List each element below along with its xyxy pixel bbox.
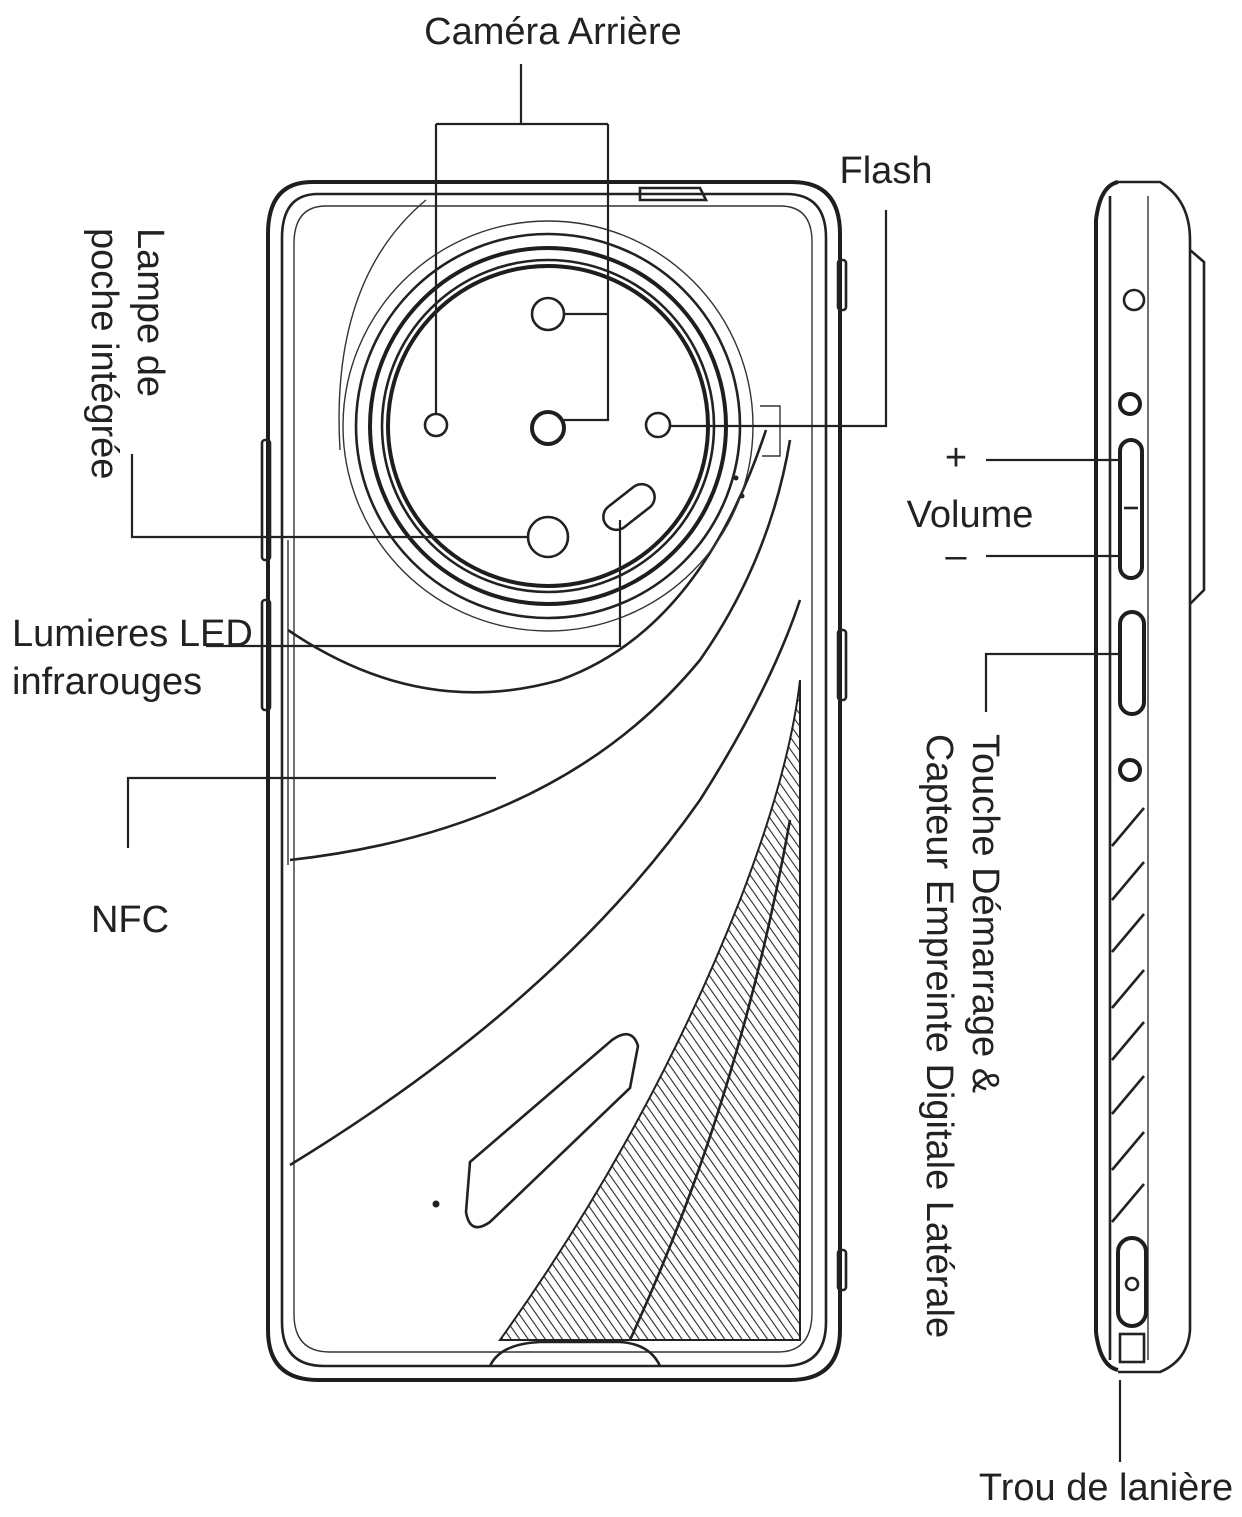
lanyard-base	[1118, 1332, 1146, 1364]
label-flashlight-line1: poche intégrée	[83, 228, 125, 479]
bottom-port	[488, 1340, 662, 1367]
camera-module	[342, 220, 781, 632]
flashlight-lens	[526, 515, 570, 559]
volume-button[interactable]	[1118, 438, 1144, 580]
label-nfc: NFC	[91, 899, 169, 941]
right-side-bump	[836, 628, 848, 702]
label-lanyard-hole: Trou de lanière	[979, 1467, 1233, 1509]
back-panel-line	[293, 205, 813, 1353]
label-flash: Flash	[840, 150, 933, 192]
side-outer	[1094, 180, 1119, 1372]
top-notch	[638, 186, 709, 202]
mic-dot	[739, 493, 745, 499]
label-power-line1: Touche Démarrage &	[964, 734, 1006, 1093]
label-infrared-line1: Lumieres LED	[12, 613, 253, 655]
label-rear-camera: Caméra Arrière	[424, 11, 682, 53]
camera-bump-side	[1189, 249, 1206, 605]
texture-divider	[628, 819, 792, 1341]
back-dot	[432, 1200, 440, 1208]
side-grip-ridges	[1111, 807, 1145, 1223]
label-flashlight-line2: Lampe de	[129, 228, 171, 397]
label-volume-plus: +	[945, 437, 967, 479]
lanyard-hole	[1116, 1236, 1148, 1328]
right-side-bump	[836, 258, 848, 312]
label-power-line2: Capteur Empreinte Digitale Latérale	[918, 734, 960, 1338]
swoosh-arc	[287, 429, 768, 694]
power-button[interactable]	[1118, 610, 1146, 716]
side-screw	[1118, 758, 1142, 782]
swoosh-arc	[338, 199, 427, 451]
camera-lens-left	[423, 412, 449, 438]
left-side-bump	[260, 438, 272, 562]
lanyard-pin	[1124, 1276, 1140, 1292]
textured-grip-area	[498, 679, 801, 1341]
callout-lines	[126, 64, 1122, 1462]
back-slot	[464, 1032, 640, 1229]
label-volume: Volume	[907, 494, 1034, 536]
phone-back-view	[260, 180, 848, 1382]
side-outer-right	[1118, 180, 1192, 1374]
left-side-bump	[260, 598, 272, 712]
swoosh-arc	[289, 439, 792, 862]
infrared-led-window	[602, 482, 656, 532]
side-screw-top	[1122, 288, 1146, 312]
mic-dot	[733, 475, 739, 481]
phone-inner-frame	[280, 192, 828, 1368]
swoosh-arc	[289, 599, 802, 1167]
label-infrared-line2: infrarouges	[12, 661, 202, 703]
phone-side-view	[1094, 180, 1206, 1374]
flash-lens	[644, 411, 672, 439]
camera-ring	[380, 258, 716, 594]
side-screw	[1118, 392, 1142, 416]
phone-outer-frame	[266, 180, 842, 1382]
right-side-bump	[836, 1248, 848, 1292]
camera-arc	[760, 405, 781, 457]
camera-lens-top	[530, 296, 566, 332]
label-volume-minus: –	[945, 535, 967, 577]
camera-lens-center	[530, 410, 566, 446]
